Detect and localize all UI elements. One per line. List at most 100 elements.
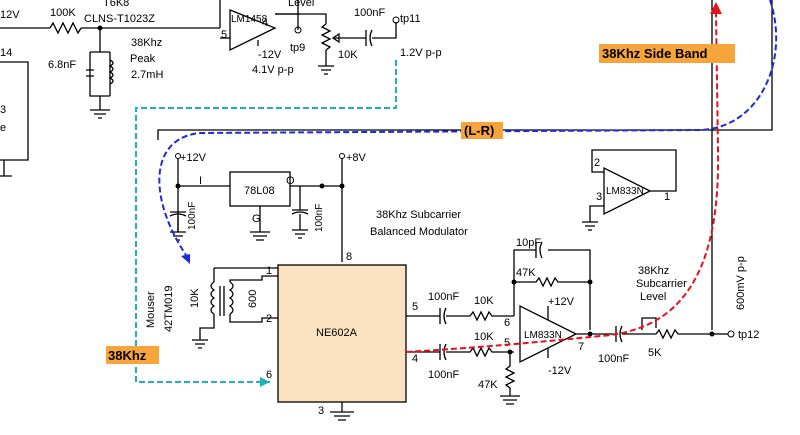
label-ne602-p3: 3 [318,405,324,417]
output-stage: 100nF 100nF 10K 10K 47K 10pF 47K LM833N … [406,237,759,405]
label-tp12: tp12 [738,329,759,341]
potentiometer-10k [320,23,332,51]
arrow-l-minus-r-icon [181,254,190,264]
label-10k-pot: 10K [338,49,358,61]
potentiometer-5k [622,328,712,340]
label-spare-p1: 1 [664,191,670,203]
trace-38khz-carrier [135,60,397,383]
label-op-pin7: 7 [578,341,584,353]
label-100nf-top: 100nF [354,7,385,19]
label-op-pin5: 5 [504,337,510,349]
label-pin4-top: 4 [262,17,268,29]
label-reg-pin-i: I [199,175,202,187]
label-coil-model: CLNS-T1023Z [84,13,155,25]
capacitor-100nf-top [365,29,373,47]
tag-side-band-bg [599,44,735,63]
label-left-frag-b: e [0,122,6,134]
resistor-100k [49,21,82,35]
label-78l08: 78L08 [244,185,275,197]
arrow-side-band-icon [710,2,722,14]
label-op-pin6: 6 [504,317,510,329]
label-spare-p3: 3 [596,191,602,203]
label-level3: Level [640,291,666,303]
label-reg-plus12: +12V [180,152,207,164]
resistor-47k-gnd [500,352,520,405]
capacitor-reg-out [291,186,309,239]
resistor-47k-fb [514,276,590,288]
label-tp12-level: 600mV p-p [735,256,747,310]
label-neg12-top: -12V [258,49,282,61]
coil-inductor [108,59,114,85]
label-tp9-level: 4.1V p-p [252,64,294,76]
label-100k: 100K [50,7,76,19]
label-ne602-p6: 6 [266,369,272,381]
capacitor-6p8nf [86,69,94,77]
resistor-10k-top [446,310,514,322]
label-r47k-fb: 47K [516,267,536,279]
label-tp11: tp11 [400,13,421,25]
label-reg-plus8: +8V [346,152,367,164]
label-reg-pin-o: O [286,175,295,187]
capacitor-10pf [535,241,543,259]
label-pin5-top: 5 [221,29,227,41]
label-sec-600: 600 [247,290,259,308]
label-reg-pin-g: G [252,213,261,225]
label-cin-bot: 100nF [428,369,459,381]
label-lm833n: LM833N [524,330,562,341]
label-coil-freq: 38Khz [131,37,162,49]
label-r47k-gnd: 47K [478,379,498,391]
label-op-plus12: +12V [548,296,575,308]
label-coil-peak: Peak [130,53,156,65]
label-coil-model-top: T6K8 [103,0,129,9]
title-line1: 38Khz Subcarrier [376,209,461,221]
label-spare-p2: 2 [594,157,600,169]
label-c10pf: 10pF [516,237,541,249]
title-line2: Balanced Modulator [370,226,468,238]
label-reg-cap-in: 100nF [187,202,198,230]
label-tp9: tp9 [290,42,305,54]
label-cin-top: 100nF [428,291,459,303]
arrow-carrier-icon [260,377,270,387]
label-reg-cap-out: 100nF [314,204,325,232]
capacitor-100nf-in-bot [439,343,447,361]
spare-opamp: LM833N 2 3 1 [582,149,677,231]
capacitor-100nf-in-top [439,307,447,325]
label-left-frag-a: 3 [0,104,6,116]
label-op-neg12: -12V [548,365,572,377]
ne602a-chip: NE602A 1 2 6 8 3 5 4 [266,251,418,421]
resistor-10k-bot [446,346,514,358]
tag-38khz: 38Khz [108,348,147,363]
trace-side-band [405,13,720,353]
ground-symbol [90,109,110,119]
label-cout: 100nF [598,353,629,365]
tag-side-band: 38Khz Side Band [602,46,708,61]
left-chip-fragment [0,61,29,161]
label-pin14: 14 [0,47,12,59]
label-spare-opamp: LM833N [606,186,644,197]
label-r10k-bot: 10K [474,331,494,343]
label-pot-5k: 5K [648,347,662,359]
label-ne602-p4: 4 [412,353,418,365]
label-mouser: Mouser [145,291,157,328]
label-coil-l: 2.7mH [131,69,163,81]
tag-l-minus-r-bg [461,122,503,139]
label-ne602-p8: 8 [346,251,352,263]
label-ne602-p1: 1 [266,265,272,277]
transformer-42tm019: Mouser 42TM019 10K 600 [145,267,278,349]
tag-l-minus-r: (L-R) [464,123,494,138]
trace-l-minus-r [158,0,778,259]
label-42tm019: 42TM019 [163,286,175,332]
label-r10k-top: 10K [474,295,494,307]
tag-38khz-bg [106,346,159,364]
label-prim-10k: 10K [189,288,201,308]
label-level-top: Level [288,0,314,9]
label-ne602a: NE602A [316,327,358,339]
label-12v: 12V [0,9,20,21]
regulator-section: +12V 78L08 I O G +8V 100nF 100nF [169,152,367,262]
label-level2: Subcarrier [636,278,687,290]
input-section: 12V 100K T6K8 CLNS-T1023Z 14 3 e 6.8nF 3… [0,0,442,177]
label-tp11-level: 1.2V p-p [400,47,442,59]
label-level1: 38Khz [638,265,669,277]
capacitor-reg-in [169,211,187,217]
